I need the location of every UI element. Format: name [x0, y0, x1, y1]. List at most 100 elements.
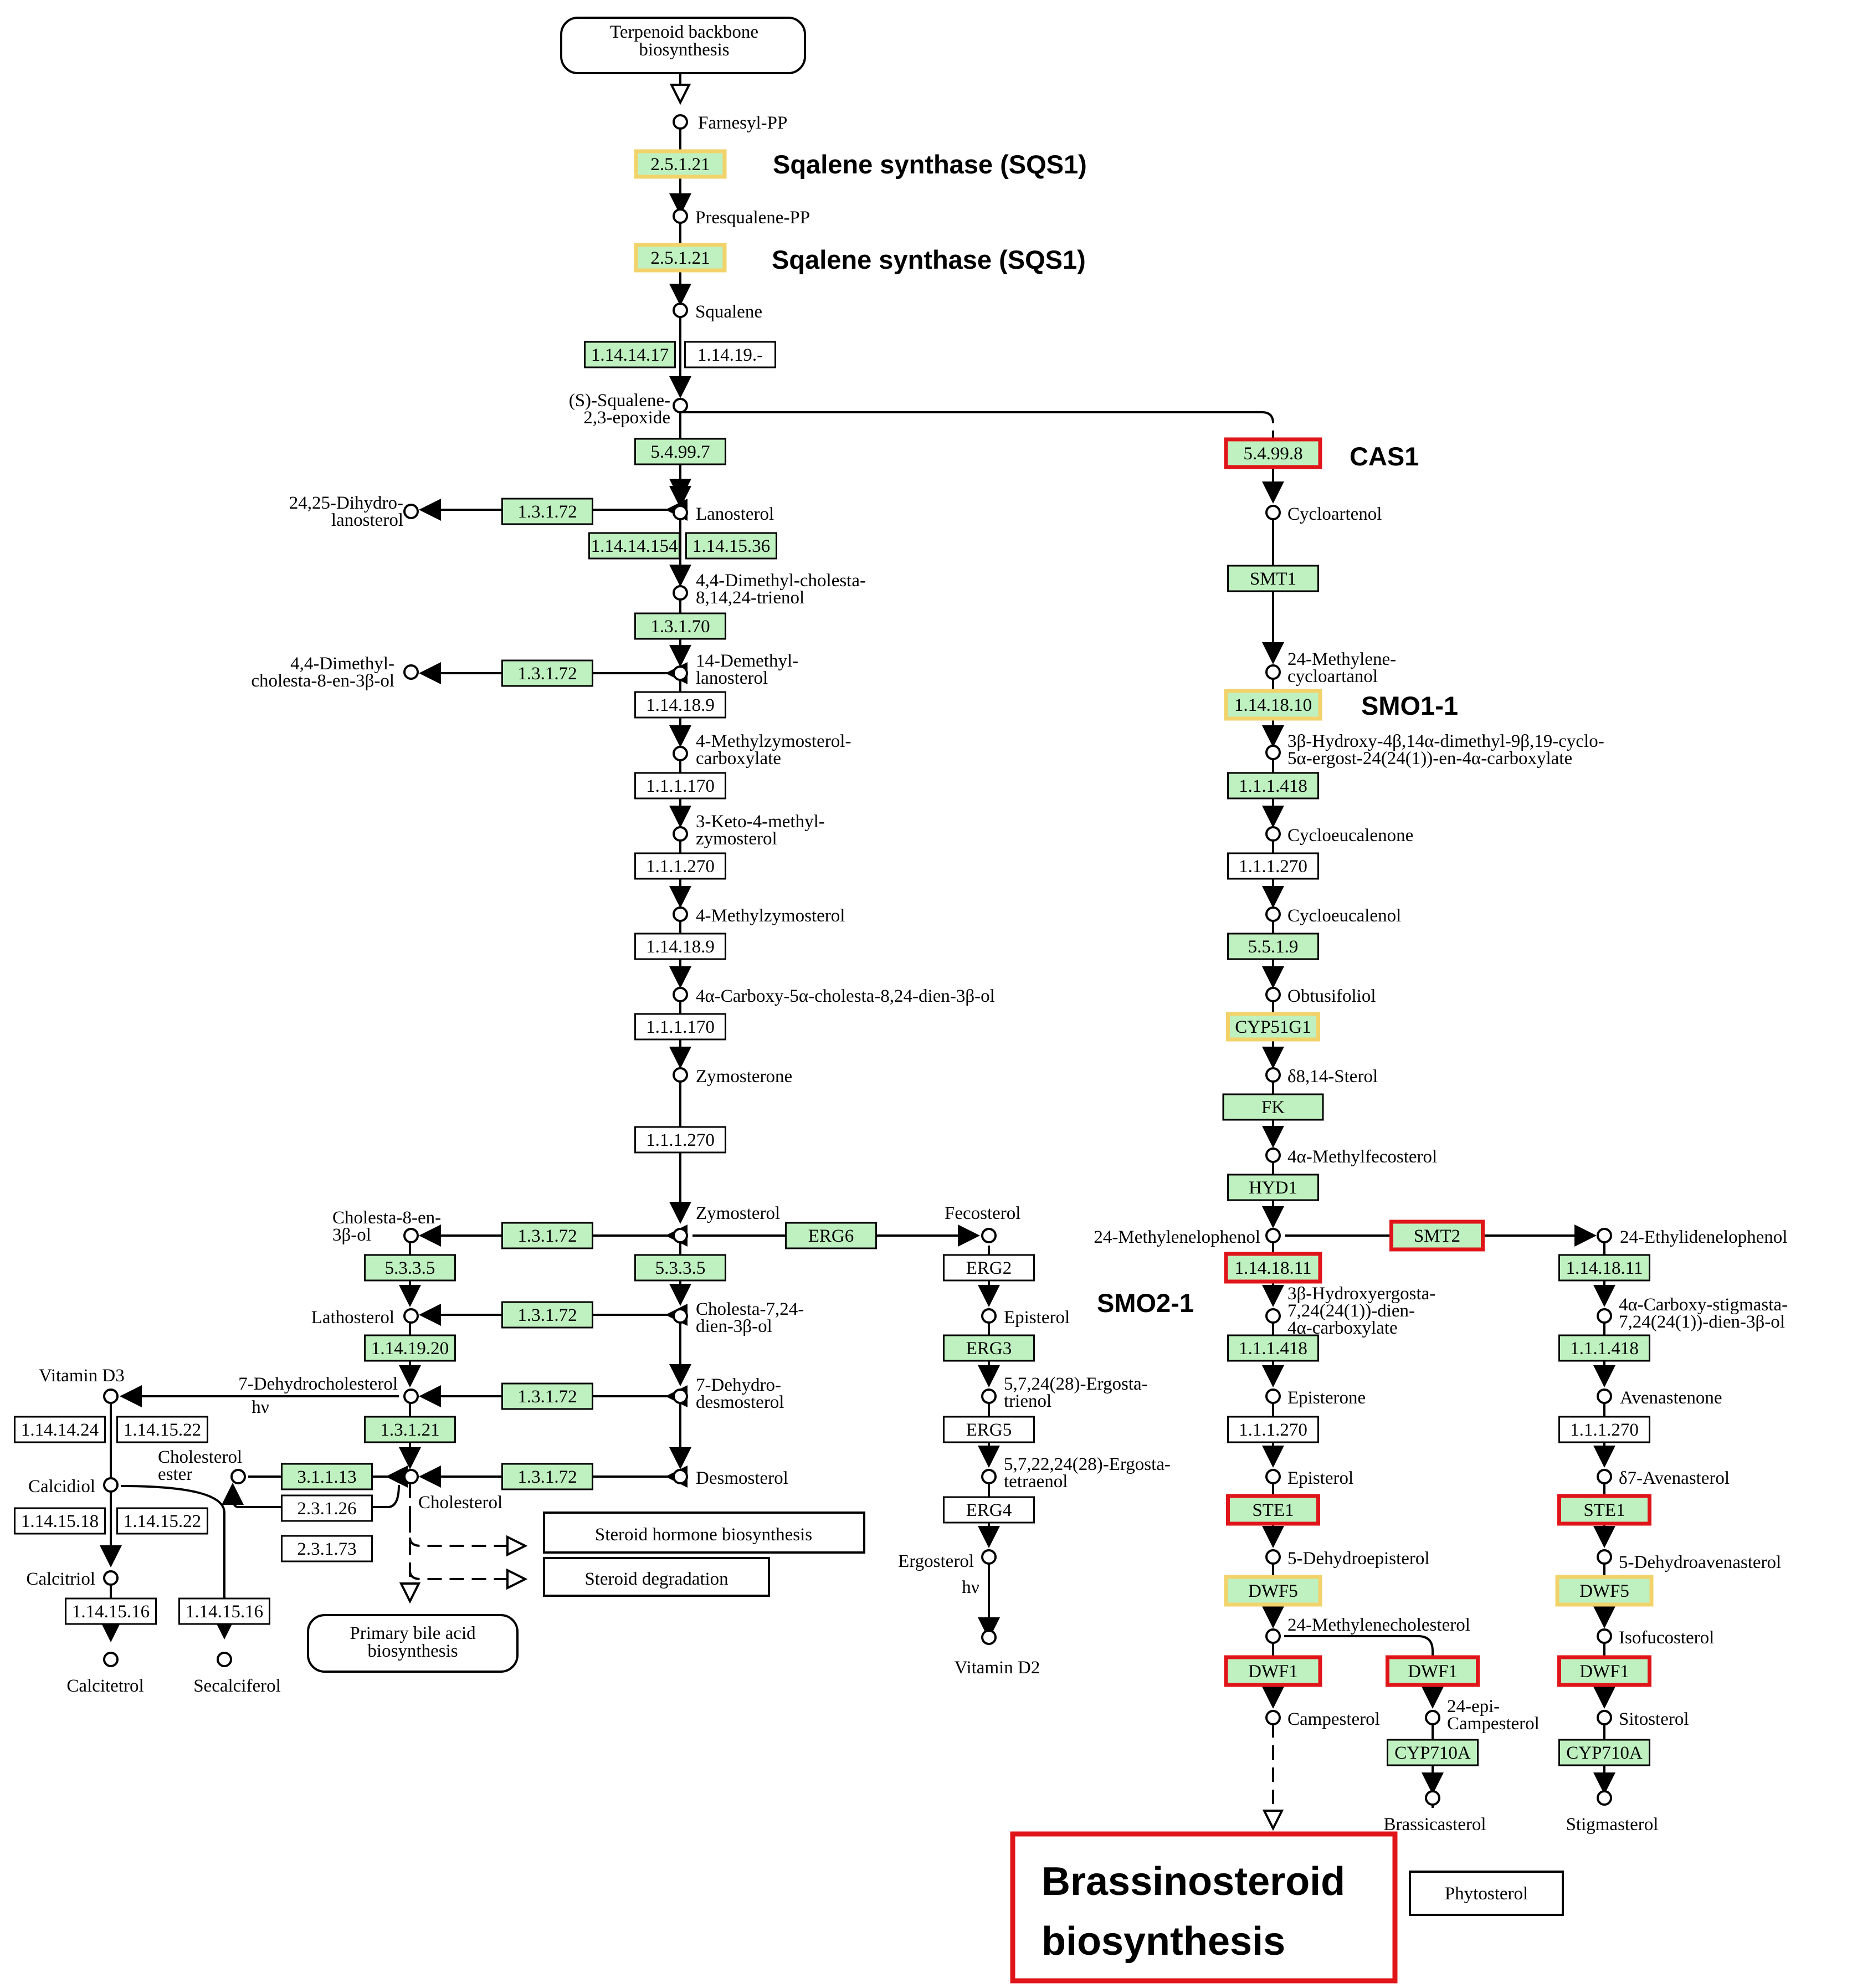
enzyme-dwf1[interactable]: DWF1: [1386, 1655, 1480, 1687]
compound-vitamin-d3[interactable]: Vitamin D3: [39, 1366, 125, 1404]
enzyme-smt1[interactable]: SMT1: [1227, 565, 1319, 592]
compound-cycloeucalenone[interactable]: Cycloeucalenone: [1265, 826, 1413, 846]
compound-brassicasterol[interactable]: Brassicasterol: [1383, 1790, 1486, 1835]
enzyme-5-4-99-8[interactable]: 5.4.99.8: [1224, 437, 1322, 469]
compound-h[interactable]: hν: [962, 1577, 979, 1597]
compound-5-dehydroepisterol[interactable]: 5-Dehydroepisterol: [1265, 1549, 1430, 1569]
compound-secalciferol[interactable]: Secalciferol: [193, 1652, 281, 1696]
compound-4-carboxy-stigmasta-7-24-24-1-dien-3-ol[interactable]: 4α-Carboxy-stigmasta-7,24(24(1))-dien-3β…: [1597, 1295, 1788, 1332]
enzyme-2-5-1-21[interactable]: 2.5.1.21: [634, 149, 727, 179]
enzyme-erg4[interactable]: ERG4: [943, 1496, 1035, 1524]
enzyme-1-3-1-72[interactable]: 1.3.1.72: [501, 659, 593, 687]
enzyme-1-14-15-16[interactable]: 1.14.15.16: [178, 1597, 270, 1625]
compound-24-methylenecholesterol[interactable]: 24-Methylenecholesterol: [1265, 1615, 1470, 1644]
compound-obtusifoliol[interactable]: Obtusifoliol: [1265, 986, 1376, 1006]
enzyme-1-14-18-9[interactable]: 1.14.18.9: [634, 691, 726, 719]
enzyme-1-1-1-270[interactable]: 1.1.1.270: [1227, 852, 1319, 880]
compound-24-epi-campesterol[interactable]: 24-epi-Campesterol: [1425, 1697, 1540, 1734]
compound-24-25-dihydro-lanosterol[interactable]: 24,25-Dihydro-lanosterol: [289, 493, 419, 530]
enzyme-1-14-14-24[interactable]: 1.14.14.24: [14, 1416, 106, 1443]
compound-vitamin-d2[interactable]: Vitamin D2: [955, 1630, 1040, 1678]
compound-7-dehydro-desmosterol[interactable]: 7-Dehydro-desmosterol: [673, 1375, 784, 1412]
compound-4-carboxy-5-cholesta-8-24-dien-3-ol[interactable]: 4α-Carboxy-5α-cholesta-8,24-dien-3β-ol: [673, 986, 995, 1006]
enzyme-5-3-3-5[interactable]: 5.3.3.5: [364, 1254, 456, 1282]
enzyme-1-1-1-270[interactable]: 1.1.1.270: [634, 1126, 726, 1154]
compound-fecosterol[interactable]: Fecosterol: [945, 1203, 1020, 1243]
enzyme-2-3-1-73[interactable]: 2.3.1.73: [281, 1535, 373, 1562]
enzyme-erg2[interactable]: ERG2: [943, 1254, 1035, 1282]
compound-stigmasterol[interactable]: Stigmasterol: [1566, 1790, 1659, 1835]
enzyme-erg3[interactable]: ERG3: [943, 1334, 1035, 1362]
enzyme-dwf5[interactable]: DWF5: [1224, 1575, 1322, 1607]
compound-calcitetrol[interactable]: Calcitetrol: [66, 1652, 144, 1696]
compound-7-dehydrocholesterol[interactable]: 7-Dehydrocholesterol: [238, 1374, 419, 1404]
enzyme-dwf1[interactable]: DWF1: [1557, 1655, 1651, 1687]
enzyme-1-14-15-18[interactable]: 1.14.15.18: [14, 1507, 106, 1535]
compound-lanosterol[interactable]: Lanosterol: [673, 504, 774, 524]
compound-3-hydroxyergosta-7-24-24-1-dien-4-carboxylate[interactable]: 3β-Hydroxyergosta-7,24(24(1))-dien-4α-ca…: [1265, 1284, 1435, 1338]
enzyme-1-1-1-270[interactable]: 1.1.1.270: [1558, 1416, 1650, 1443]
compound-cholesta-8-en-3-ol[interactable]: Cholesta-8-en-3β-ol: [332, 1208, 441, 1245]
compound-cholesta-7-24-dien-3-ol[interactable]: Cholesta-7,24-dien-3β-ol: [673, 1299, 804, 1336]
compound-7-avenasterol[interactable]: δ7-Avenasterol: [1597, 1468, 1730, 1488]
compound-avenastenone[interactable]: Avenastenone: [1597, 1388, 1722, 1408]
enzyme-1-14-14-17[interactable]: 1.14.14.17: [584, 341, 676, 368]
compound-ergosterol[interactable]: Ergosterol: [898, 1549, 997, 1571]
compound-24-methylenelophenol[interactable]: 24-Methylenelophenol: [1094, 1227, 1281, 1247]
enzyme-1-1-1-170[interactable]: 1.1.1.170: [634, 1013, 726, 1041]
enzyme-1-1-1-418[interactable]: 1.1.1.418: [1227, 1334, 1319, 1362]
compound-h[interactable]: hν: [252, 1397, 269, 1417]
compound-4-methylzymosterol-carboxylate[interactable]: 4-Methylzymosterol-carboxylate: [673, 731, 851, 768]
compound-s-squalene-2-3-epoxide[interactable]: (S)-Squalene-2,3-epoxide: [569, 391, 688, 428]
enzyme-1-14-18-11[interactable]: 1.14.18.11: [1224, 1252, 1322, 1284]
enzyme-1-3-1-72[interactable]: 1.3.1.72: [501, 1463, 593, 1490]
enzyme-1-14-19[interactable]: 1.14.19.-: [684, 341, 776, 368]
compound-campesterol[interactable]: Campesterol: [1265, 1709, 1380, 1729]
compound-cholesterol[interactable]: Cholesterol: [403, 1469, 502, 1513]
enzyme-ste1[interactable]: STE1: [1557, 1494, 1651, 1526]
enzyme-1-14-15-22[interactable]: 1.14.15.22: [116, 1416, 208, 1443]
enzyme-5-4-99-7[interactable]: 5.4.99.7: [634, 438, 726, 465]
enzyme-1-1-1-270[interactable]: 1.1.1.270: [634, 852, 726, 880]
compound-5-7-22-24-28-ergosta-tetraenol[interactable]: 5,7,22,24(28)-Ergosta-tetraenol: [981, 1454, 1171, 1492]
enzyme-1-3-1-72[interactable]: 1.3.1.72: [501, 1222, 593, 1249]
enzyme-erg6[interactable]: ERG6: [785, 1222, 877, 1249]
enzyme-1-1-1-170[interactable]: 1.1.1.170: [634, 772, 726, 800]
enzyme-1-1-1-418[interactable]: 1.1.1.418: [1227, 772, 1319, 800]
compound-24-ethylidenelophenol[interactable]: 24-Ethylidenelophenol: [1597, 1227, 1787, 1247]
enzyme-cyp710a[interactable]: CYP710A: [1387, 1739, 1479, 1766]
enzyme-2-5-1-21[interactable]: 2.5.1.21: [634, 243, 727, 273]
compound-zymosterol[interactable]: Zymosterol: [673, 1203, 780, 1243]
compound-8-14-sterol[interactable]: δ8,14-Sterol: [1265, 1067, 1378, 1087]
enzyme-1-14-15-16[interactable]: 1.14.15.16: [65, 1597, 157, 1625]
compound-14-demethyl-lanosterol[interactable]: 14-Demethyl-lanosterol: [673, 651, 798, 688]
compound-presqualene-pp[interactable]: Presqualene-PP: [673, 208, 810, 228]
compound-episterol[interactable]: Episterol: [1265, 1468, 1353, 1488]
enzyme-1-3-1-70[interactable]: 1.3.1.70: [634, 612, 726, 640]
enzyme-hyd1[interactable]: HYD1: [1227, 1174, 1319, 1201]
enzyme-cyp710a[interactable]: CYP710A: [1558, 1739, 1650, 1766]
compound-5-dehydroavenasterol[interactable]: 5-Dehydroavenasterol: [1597, 1549, 1781, 1572]
enzyme-1-3-1-72[interactable]: 1.3.1.72: [501, 1301, 593, 1329]
compound-4-4-dimethyl-cholesta-8-14-24-trienol[interactable]: 4,4-Dimethyl-cholesta-8,14,24-trienol: [673, 571, 866, 608]
compound-3-keto-4-methyl-zymosterol[interactable]: 3-Keto-4-methyl-zymosterol: [673, 812, 825, 849]
map-steroid-degradation[interactable]: Steroid degradation: [543, 1557, 770, 1597]
enzyme-1-3-1-21[interactable]: 1.3.1.21: [364, 1416, 456, 1443]
compound-4-methylzymosterol[interactable]: 4-Methylzymosterol: [673, 906, 845, 926]
enzyme-1-14-18-10[interactable]: 1.14.18.10: [1224, 689, 1322, 721]
enzyme-2-3-1-26[interactable]: 2.3.1.26: [281, 1494, 373, 1522]
enzyme-fk[interactable]: FK: [1222, 1093, 1324, 1121]
map-phytosterol[interactable]: Phytosterol: [1409, 1871, 1564, 1916]
compound-episterol[interactable]: Episterol: [981, 1308, 1070, 1328]
enzyme-smt2[interactable]: SMT2: [1389, 1220, 1485, 1252]
enzyme-cyp51g1[interactable]: CYP51G1: [1226, 1012, 1320, 1042]
map-steroid-hormone-biosynthesis[interactable]: Steroid hormone biosynthesis: [543, 1512, 865, 1554]
compound-cycloartenol[interactable]: Cycloartenol: [1265, 504, 1382, 524]
enzyme-3-1-1-13[interactable]: 3.1.1.13: [281, 1463, 373, 1490]
compound-3-hydroxy-4-14-dimethyl-9-19-cyclo-5-ergost-24-24-1-en-4-carboxylate[interactable]: 3β-Hydroxy-4β,14α-dimethyl-9β,19-cyclo-5…: [1265, 731, 1604, 768]
compound-lathosterol[interactable]: Lathosterol: [311, 1308, 419, 1328]
compound-sitosterol[interactable]: Sitosterol: [1597, 1709, 1689, 1729]
